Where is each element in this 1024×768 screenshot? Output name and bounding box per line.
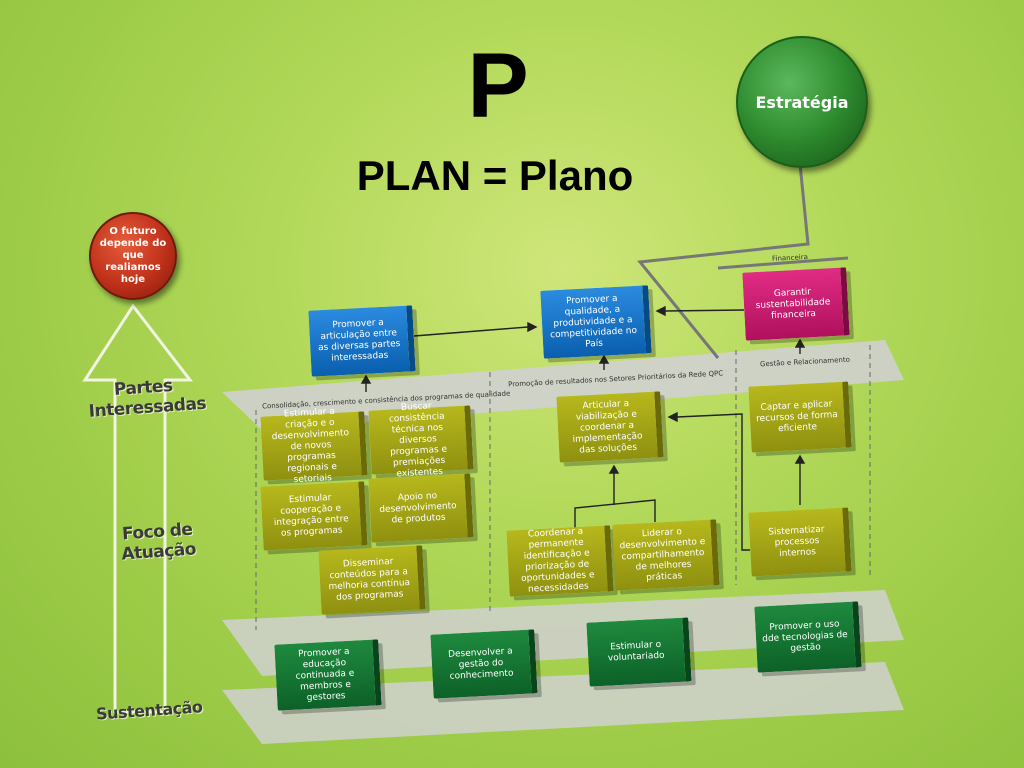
box-education: Promover a educação continuada e membros… xyxy=(274,639,382,711)
box-coordinate: Coordenar a permanente identificação e p… xyxy=(506,525,614,597)
box-stimulate-creation: Estimular a criação e o desenvolvimento … xyxy=(260,406,368,485)
box-knowledge: Desenvolver a gestão do conhecimento xyxy=(430,629,538,699)
strategy-connector xyxy=(637,163,810,359)
box-consistency: Buscar consistência técnica nos diversos… xyxy=(368,401,474,479)
box-cooperation: Estimular cooperação e integração entre … xyxy=(260,481,368,551)
box-capture: Captar e aplicar recursos de forma efici… xyxy=(748,381,852,453)
page-title: PLAN = Plano xyxy=(356,152,634,199)
label-partes-interessadas: Partes Interessadas xyxy=(88,376,207,422)
box-volunteer: Estimular o voluntariado xyxy=(586,617,692,687)
future-circle: O futuro depende do que realiamos hoje xyxy=(89,212,177,300)
plane-sustentacao xyxy=(222,662,904,744)
title-letter: P xyxy=(467,35,529,137)
box-articulation: Promover a articulação entre as diversas… xyxy=(308,305,416,377)
connectors xyxy=(360,305,806,551)
box-lead: Liderar o desenvolvimento e compartilham… xyxy=(612,519,720,591)
box-quality: Promover a qualidade, a produtividade e … xyxy=(540,285,652,359)
label-foco-atuacao: Foco de Atuação xyxy=(120,519,197,565)
section-dividers xyxy=(255,345,871,630)
left-upward-arrow xyxy=(82,303,194,714)
box-viability: Articular a viabilização e coordenar a i… xyxy=(556,391,664,463)
box-product-support: Apoio no desenvolvimento de produtos xyxy=(368,473,474,543)
box-technology: Promover o uso dde tecnologias de gestão xyxy=(754,601,862,673)
box-disseminate: Disseminar conteúdos para a melhoria con… xyxy=(318,545,426,615)
box-financial: Garantir sustentabilidade financeira xyxy=(742,267,850,341)
strategy-circle: Estratégia xyxy=(736,36,868,168)
box-systematize: Sistematizar processos internos xyxy=(748,507,852,577)
plane-foco xyxy=(222,590,904,676)
financial-separator xyxy=(717,256,849,270)
